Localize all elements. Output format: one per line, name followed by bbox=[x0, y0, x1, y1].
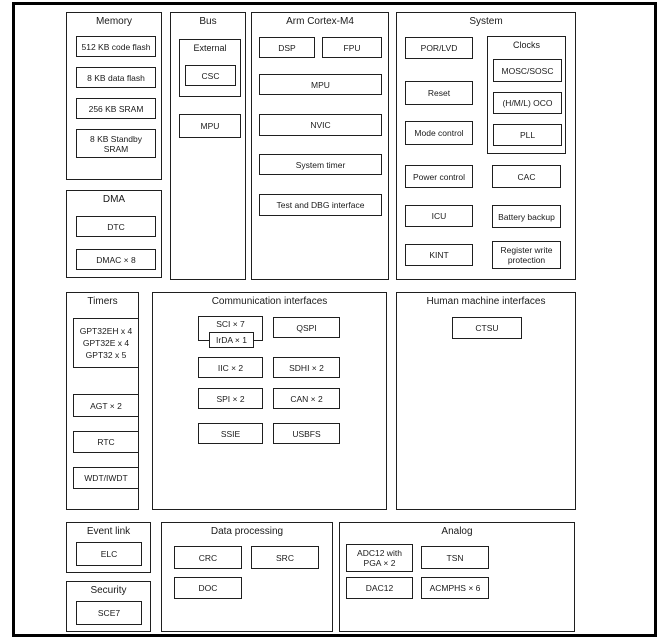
box-ctsu: CTSU bbox=[452, 317, 522, 339]
block-memory: Memory 512 KB code flash 8 KB data flash… bbox=[66, 12, 162, 180]
diagram-frame bbox=[12, 2, 657, 637]
box-qspi: QSPI bbox=[273, 317, 340, 338]
box-sdhi: SDHI × 2 bbox=[273, 357, 340, 378]
box-sram: 256 KB SRAM bbox=[76, 98, 156, 119]
box-doc: DOC bbox=[174, 577, 242, 599]
box-crc: CRC bbox=[174, 546, 242, 569]
block-system: System POR/LVD Reset Mode control Power … bbox=[396, 12, 576, 280]
analog-title: Analog bbox=[441, 526, 473, 537]
group-external-bus: External CSC bbox=[179, 39, 241, 97]
box-rtc: RTC bbox=[73, 431, 139, 453]
data-processing-title: Data processing bbox=[210, 526, 284, 537]
box-test-dbg: Test and DBG interface bbox=[259, 194, 382, 216]
hmi-title: Human machine interfaces bbox=[426, 296, 546, 307]
block-human-machine-interfaces: Human machine interfaces CTSU bbox=[396, 292, 576, 510]
block-communication-interfaces: Communication interfaces SCI × 7 IrDA × … bbox=[152, 292, 387, 510]
box-icu: ICU bbox=[405, 205, 473, 227]
block-bus: Bus External CSC MPU bbox=[170, 12, 246, 280]
memory-title: Memory bbox=[95, 16, 133, 27]
security-title: Security bbox=[90, 585, 127, 596]
system-title: System bbox=[469, 16, 503, 27]
box-agt: AGT × 2 bbox=[73, 394, 139, 417]
event-link-title: Event link bbox=[86, 526, 131, 537]
box-src: SRC bbox=[251, 546, 319, 569]
comm-title: Communication interfaces bbox=[211, 296, 328, 307]
box-cac: CAC bbox=[492, 165, 561, 188]
block-event-link: Event link ELC bbox=[66, 522, 151, 573]
dma-title: DMA bbox=[102, 194, 126, 205]
block-analog: Analog ADC12 with PGA × 2 TSN DAC12 ACMP… bbox=[339, 522, 575, 632]
box-elc: ELC bbox=[76, 542, 142, 566]
box-fpu: FPU bbox=[322, 37, 382, 58]
box-reset: Reset bbox=[405, 81, 473, 105]
box-tsn: TSN bbox=[421, 546, 489, 569]
box-usbfs: USBFS bbox=[273, 423, 340, 444]
box-spi: SPI × 2 bbox=[198, 388, 263, 409]
box-csc: CSC bbox=[185, 65, 236, 86]
box-sce7: SCE7 bbox=[76, 601, 142, 625]
box-pll: PLL bbox=[493, 124, 562, 146]
box-dtc: DTC bbox=[76, 216, 156, 237]
block-timers: Timers GPT32EH x 4 GPT32E x 4 GPT32 x 5 … bbox=[66, 292, 139, 510]
box-can: CAN × 2 bbox=[273, 388, 340, 409]
box-gpt: GPT32EH x 4 GPT32E x 4 GPT32 x 5 bbox=[73, 318, 139, 368]
block-cortex-m4: Arm Cortex-M4 DSP FPU MPU NVIC System ti… bbox=[251, 12, 389, 280]
block-security: Security SCE7 bbox=[66, 581, 151, 632]
box-adc12-pga: ADC12 with PGA × 2 bbox=[346, 544, 413, 572]
box-kint: KINT bbox=[405, 244, 473, 266]
box-mosc-sosc: MOSC/SOSC bbox=[493, 59, 562, 82]
bus-title: Bus bbox=[199, 16, 217, 27]
box-ssie: SSIE bbox=[198, 423, 263, 444]
box-code-flash: 512 KB code flash bbox=[76, 36, 156, 57]
group-clocks: Clocks MOSC/SOSC (H/M/L) OCO PLL bbox=[487, 36, 566, 154]
box-acmphs: ACMPHS × 6 bbox=[421, 577, 489, 599]
external-bus-label: External bbox=[193, 43, 227, 53]
box-register-write-protection: Register write protection bbox=[492, 241, 561, 269]
box-battery-backup: Battery backup bbox=[492, 205, 561, 228]
gpt-line-2: GPT32E x 4 bbox=[82, 338, 130, 348]
gpt-line-3: GPT32 x 5 bbox=[85, 350, 127, 360]
box-mode-control: Mode control bbox=[405, 121, 473, 145]
box-cortex-mpu: MPU bbox=[259, 74, 382, 95]
box-system-timer: System timer bbox=[259, 154, 382, 175]
box-por-lvd: POR/LVD bbox=[405, 37, 473, 59]
cortex-title: Arm Cortex-M4 bbox=[286, 16, 354, 27]
timers-title: Timers bbox=[87, 296, 118, 307]
box-nvic: NVIC bbox=[259, 114, 382, 136]
box-standby-sram: 8 KB Standby SRAM bbox=[76, 129, 156, 158]
box-dmac: DMAC × 8 bbox=[76, 249, 156, 270]
box-data-flash: 8 KB data flash bbox=[76, 67, 156, 88]
box-bus-mpu: MPU bbox=[179, 114, 241, 138]
box-irda: IrDA × 1 bbox=[209, 332, 254, 348]
box-oco: (H/M/L) OCO bbox=[493, 92, 562, 114]
box-power-control: Power control bbox=[405, 165, 473, 188]
box-dsp: DSP bbox=[259, 37, 315, 58]
block-data-processing: Data processing CRC SRC DOC bbox=[161, 522, 333, 632]
box-wdt-iwdt: WDT/IWDT bbox=[73, 467, 139, 489]
clocks-title: Clocks bbox=[512, 40, 540, 50]
gpt-line-1: GPT32EH x 4 bbox=[79, 326, 133, 336]
box-iic: IIC × 2 bbox=[198, 357, 263, 378]
block-dma: DMA DTC DMAC × 8 bbox=[66, 190, 162, 278]
box-dac12: DAC12 bbox=[346, 577, 413, 599]
